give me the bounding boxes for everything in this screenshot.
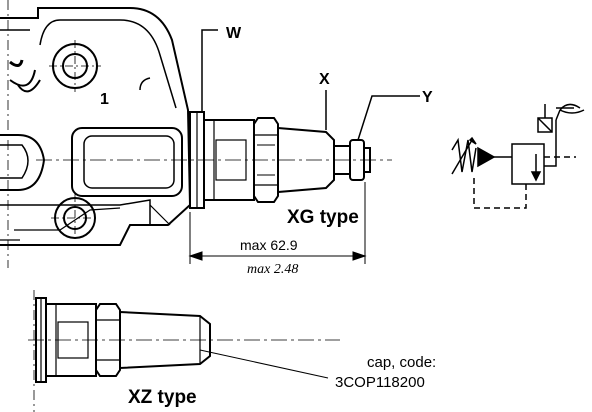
hydraulic-symbol <box>451 103 585 209</box>
callout-y: Y <box>422 89 433 106</box>
xg-dimension <box>188 182 367 264</box>
mounting-hole-top <box>49 40 101 92</box>
callout-x: X <box>319 71 330 88</box>
cap-code-value: 3COP118200 <box>335 374 425 391</box>
body-part-number: 1 <box>100 91 109 108</box>
callout-w-leader <box>201 29 218 112</box>
cap-code-label: cap, code: <box>367 354 436 371</box>
xz-type-title: XZ type <box>128 387 197 408</box>
callout-w: W <box>226 25 242 42</box>
valve-body <box>0 7 192 246</box>
xg-dimension-in: max 2.48 <box>247 262 298 277</box>
cap-leader <box>199 349 329 379</box>
callout-y-leader <box>357 95 420 141</box>
xg-dimension-mm: max 62.9 <box>240 237 298 253</box>
xg-type-title: XG type <box>287 207 359 228</box>
port-bore <box>71 127 183 197</box>
mounting-hole-bottom <box>51 194 99 242</box>
